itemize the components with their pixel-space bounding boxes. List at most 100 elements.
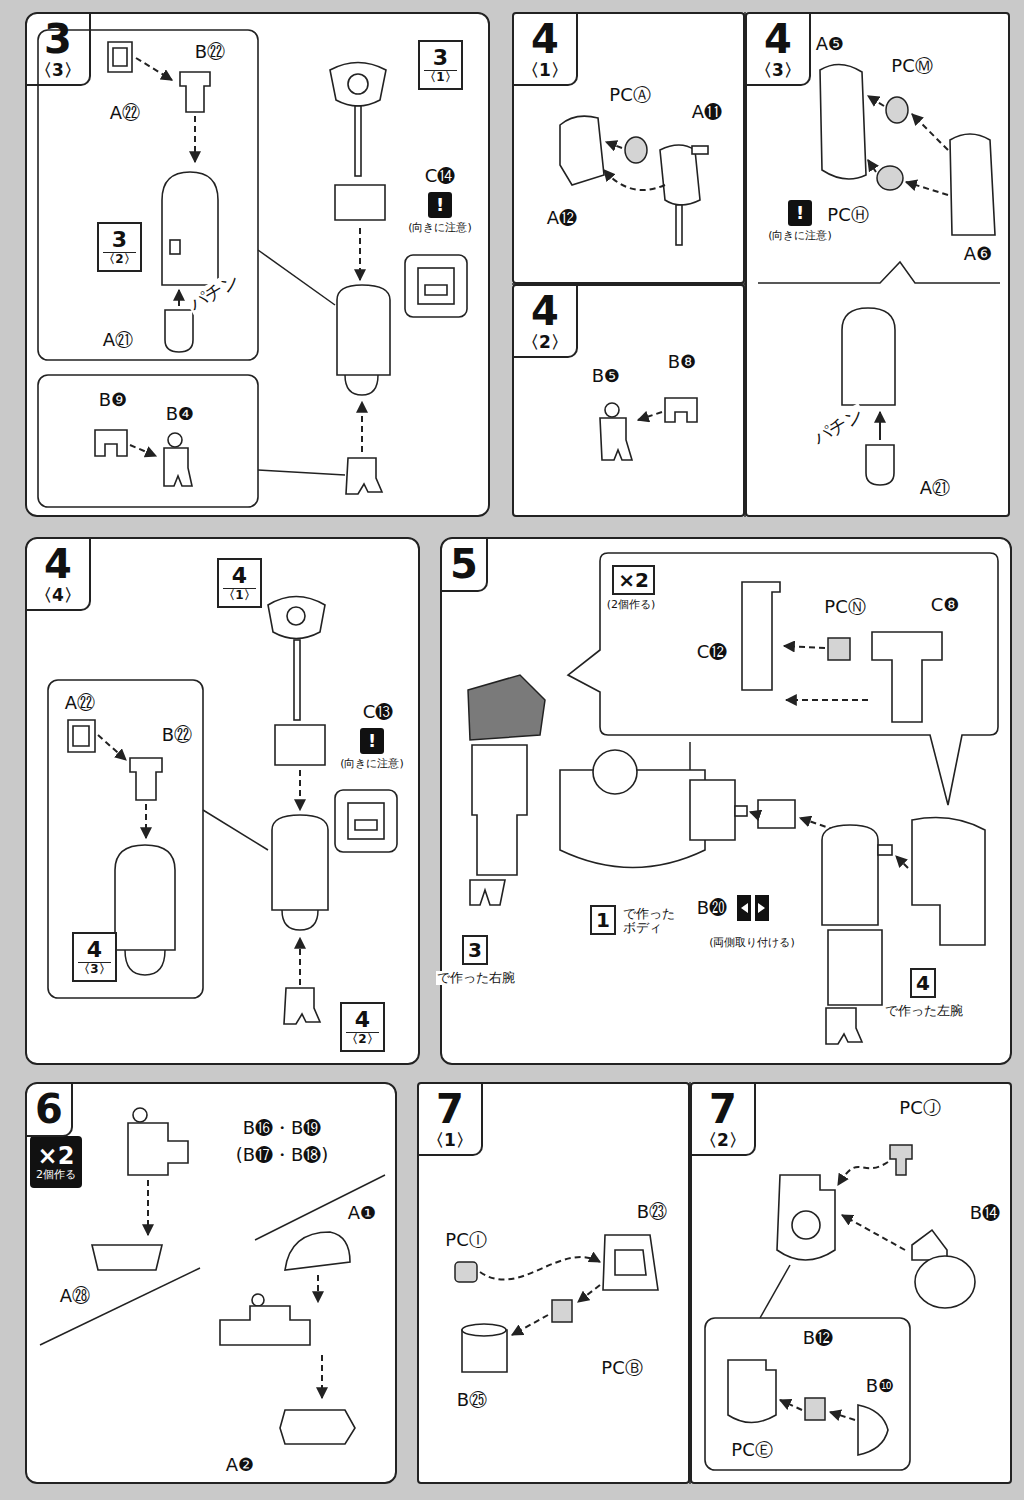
box-text: 1: [596, 909, 610, 931]
step-header: 3〈3〉: [27, 14, 91, 86]
box-note: で作った左腕: [884, 1004, 964, 1018]
part-shape: [95, 430, 127, 456]
callout-frame: [348, 74, 368, 94]
step-header: 4〈1〉: [514, 14, 578, 86]
dashed-arrow: [147, 1180, 149, 1235]
box-text: !: [368, 731, 376, 751]
box-note: 〈1〉: [223, 588, 255, 602]
part-label: A❶: [346, 1203, 378, 1223]
part-label: B❾: [97, 390, 130, 410]
part-shape: [625, 137, 647, 163]
part-shape: [741, 903, 765, 913]
part-shape: [872, 632, 942, 722]
box-text: 3: [112, 228, 127, 252]
step-panel: 7〈1〉: [417, 1082, 690, 1484]
dashed-arrow: [145, 804, 147, 838]
part-label: B㉕: [455, 1390, 489, 1410]
leader-line: [258, 250, 335, 305]
part-shape: [346, 458, 382, 494]
box-note: 〈1〉: [424, 70, 456, 84]
arrow: [879, 412, 881, 440]
part-label: A❷: [224, 1455, 256, 1475]
part-shape: [742, 582, 780, 690]
dashed-arrow: [868, 160, 876, 172]
box-text: ×2: [618, 569, 649, 591]
dashed-arrow: [912, 114, 948, 150]
caution-mark: !(向きに注意): [360, 728, 384, 754]
caution-mark: !(向きに注意): [428, 192, 452, 218]
part-label: PCⒿ: [897, 1098, 942, 1118]
box-note: で作った右腕: [436, 971, 516, 985]
step-reference-box: 4〈1〉: [217, 558, 262, 608]
box-text: 4: [232, 564, 247, 588]
leader-line: [125, 950, 165, 975]
substep-number: 〈1〉: [427, 1131, 473, 1150]
callout-frame: [405, 255, 467, 317]
part-label: PCⒺ: [729, 1440, 774, 1460]
leader-line: [40, 1268, 200, 1345]
box-note: で作ったボディ: [622, 907, 686, 936]
step-panel: 4〈1〉: [512, 12, 745, 284]
part-shape: [676, 205, 682, 245]
dashed-arrow: [906, 182, 948, 195]
step-header: 4〈2〉: [514, 286, 578, 358]
part-shape: [165, 310, 193, 352]
step-reference-box: 4で作った左腕: [910, 968, 936, 998]
box-text: 4: [916, 972, 930, 994]
callout-frame: [335, 790, 397, 852]
part-shape: [568, 553, 998, 805]
step-number: 7: [427, 1087, 473, 1131]
part-label: PCⓂ: [889, 56, 934, 76]
box-text: 3: [468, 939, 482, 961]
part-shape: [820, 64, 866, 179]
part-shape: [68, 720, 95, 752]
step-header: 4〈3〉: [747, 14, 811, 86]
substep-number: 〈1〉: [522, 61, 568, 80]
part-label: B❿: [864, 1376, 897, 1396]
step-header: 4〈4〉: [27, 539, 91, 611]
quantity-badge: ×22個作る: [30, 1136, 82, 1188]
part-shape: [826, 1008, 862, 1044]
quantity-box: ×2(2個作る): [612, 565, 655, 595]
leader-line: [758, 262, 1000, 283]
dashed-arrow: [780, 1400, 802, 1410]
dashed-arrow: [578, 1285, 600, 1302]
part-label: B❹: [164, 404, 197, 424]
part-label: A㉒: [63, 693, 97, 713]
part-shape: [665, 398, 697, 422]
dashed-arrow: [604, 170, 665, 190]
part-shape: [858, 1405, 888, 1455]
part-label: A⓫: [690, 102, 724, 122]
part-shape: [915, 1256, 975, 1308]
leader-line: [255, 1175, 385, 1240]
step-reference-box: 3〈2〉: [97, 222, 142, 272]
dashed-arrow: [317, 1275, 319, 1302]
part-label: C⓬: [695, 642, 730, 662]
part-label: PCⒷ: [599, 1358, 644, 1378]
callout-frame: [792, 1211, 820, 1239]
step5-art: [468, 553, 998, 1044]
step-number: 3: [35, 17, 81, 61]
leader-line: [203, 810, 268, 850]
part-shape: [108, 42, 132, 72]
leader-line: [282, 910, 318, 930]
part-label: B⓴: [695, 898, 729, 918]
part-shape: [285, 1232, 350, 1270]
part-label: B⓰・B⓳: [241, 1118, 324, 1138]
substep-number: 〈3〉: [755, 61, 801, 80]
callout-frame: [705, 1318, 910, 1470]
part-shape: [418, 268, 454, 304]
step-reference-box: 4〈3〉: [72, 932, 117, 982]
part-shape: [600, 418, 632, 460]
part-shape: [417, 1082, 1012, 1484]
part-shape: [25, 537, 420, 1065]
part-shape: [268, 597, 325, 639]
dashed-arrow: [750, 812, 756, 814]
part-label: PCⓃ: [822, 597, 867, 617]
part-shape: [252, 1294, 264, 1306]
step-number: 4: [522, 289, 568, 333]
part-shape: [950, 134, 995, 235]
caution-mark: !(向きに注意): [788, 200, 812, 226]
part-shape: [805, 1398, 825, 1420]
step7-art: [455, 1082, 975, 1484]
